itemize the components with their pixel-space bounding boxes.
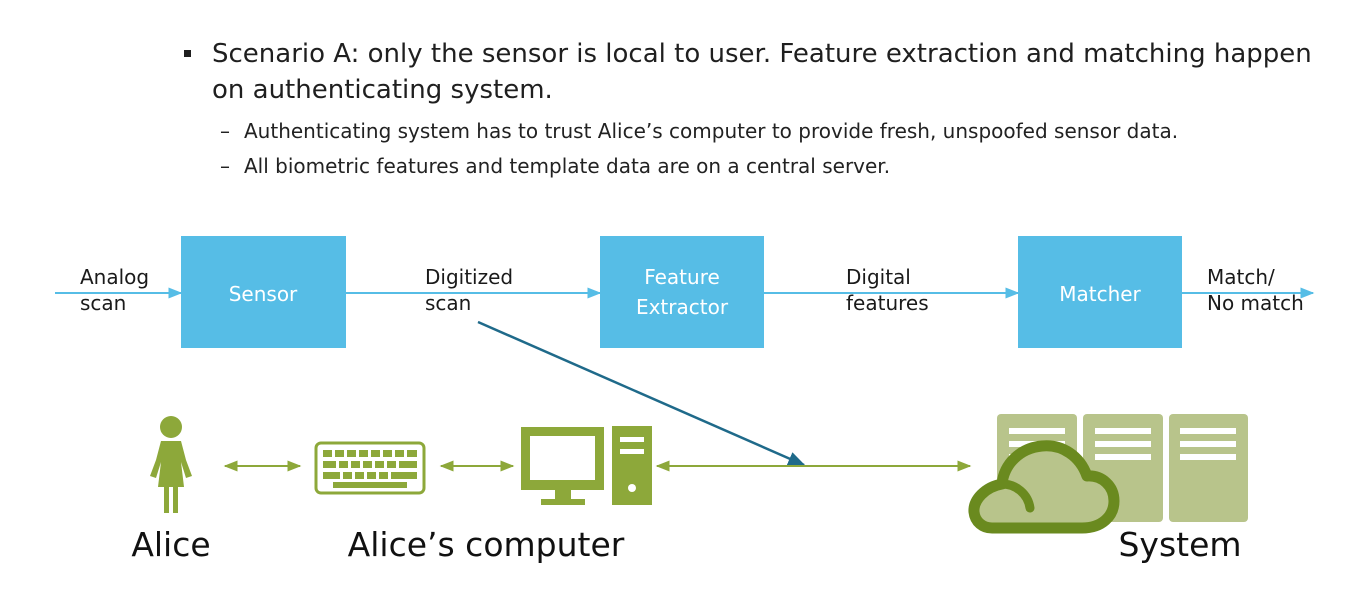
matcher-box [1018, 236, 1182, 348]
alice-label: Alice [131, 525, 210, 564]
digital-features-label-1: Digital [846, 265, 911, 289]
digitized-label-1: Digitized [425, 265, 513, 289]
feature-extractor-label-2: Extractor [636, 295, 729, 319]
system-label: System [1118, 525, 1241, 564]
monitor-icon [521, 427, 604, 505]
bullet-list: Scenario A: only the sensor is local to … [178, 36, 1338, 180]
person-icon [150, 416, 192, 513]
dash-marker: – [220, 119, 230, 143]
alices-computer-label: Alice’s computer [348, 525, 625, 564]
cloud-icon [968, 440, 1120, 534]
output-label-2: No match [1207, 291, 1304, 315]
dash-marker: – [220, 154, 230, 178]
tower-icon [612, 426, 652, 505]
keyboard-icon [314, 441, 426, 495]
output-label-1: Match/ [1207, 265, 1275, 289]
digital-features-label-2: features [846, 291, 929, 315]
sensor-box [181, 236, 346, 348]
matcher-label: Matcher [1059, 282, 1141, 306]
sensor-label: Sensor [229, 282, 298, 306]
digitized-label-2: scan [425, 291, 471, 315]
sub-bullet-text: Authenticating system has to trust Alice… [244, 119, 1179, 143]
sub-bullet-text: All biometric features and template data… [244, 154, 891, 178]
bullet-main-text: Scenario A: only the sensor is local to … [212, 39, 1312, 105]
sub-bullet-trust: – Authenticating system has to trust Ali… [178, 118, 1338, 145]
bullet-marker [184, 50, 191, 57]
digitized-to-network-arrow [477, 320, 806, 467]
feature-extractor-box [600, 236, 764, 348]
bullet-scenario: Scenario A: only the sensor is local to … [178, 36, 1338, 108]
sub-bullet-central: – All biometric features and template da… [178, 153, 1338, 180]
feature-extractor-label-1: Feature [644, 265, 720, 289]
analog-label-1: Analog [80, 265, 149, 289]
analog-label-2: scan [80, 291, 126, 315]
